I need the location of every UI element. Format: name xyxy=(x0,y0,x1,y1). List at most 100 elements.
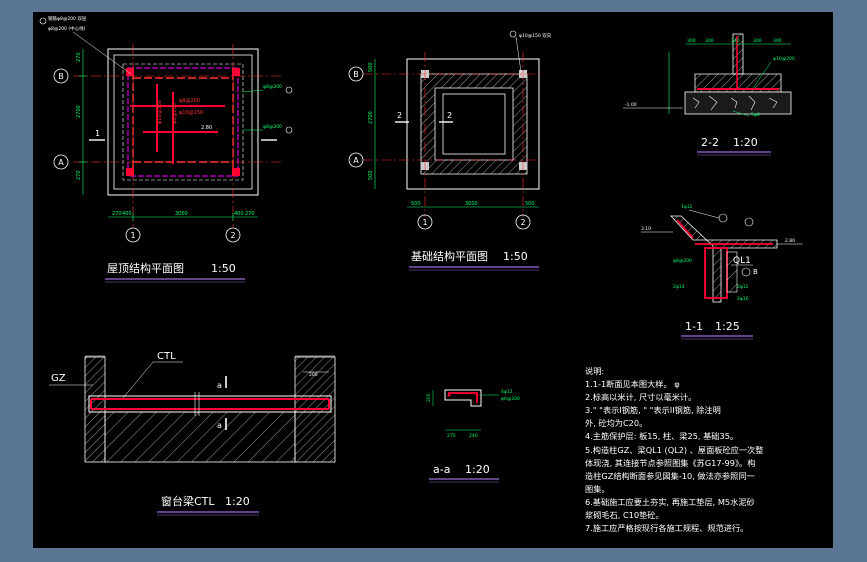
section22-scale: 1:20 xyxy=(733,136,758,149)
notes-line: 4.主筋保护层: 板15, 柱、梁25, 基础35。 xyxy=(585,431,739,442)
roof-plan[interactable]: B A 1 2 270 2700 270 270 400 3000 400 27… xyxy=(39,15,293,283)
foundation-dim-left: 500 xyxy=(368,62,374,72)
roof-axis-label-a: A xyxy=(58,158,64,167)
notes-line: 6.基础施工应要土夯实, 再施工垫层, M5水泥砂 xyxy=(585,496,755,507)
foundation-axis-label-a: A xyxy=(353,156,359,165)
roof-rebar-label-right: φ8@200 xyxy=(263,124,282,130)
roof-dim-left: 270 xyxy=(76,170,82,180)
roof-dim-left: 270 xyxy=(76,52,82,62)
section22-bottom-note: 5φ8 xyxy=(751,112,760,118)
section11-elev-left: 3.10 xyxy=(641,226,651,232)
foundation-section-label: 2 xyxy=(447,111,452,120)
foundation-dim-bottom: 3000 xyxy=(465,201,478,207)
section22-title: 2-2 xyxy=(701,136,719,149)
roof-detail-bubble xyxy=(285,126,293,134)
foundation-axis-bubble-b[interactable] xyxy=(348,66,364,82)
foundation-pit xyxy=(442,93,506,155)
notes-line: 图集。 xyxy=(585,483,610,494)
aa-dim-left: 200 xyxy=(426,393,432,402)
section22-rebar-label: φ10@200 xyxy=(773,56,795,62)
section11-axis-bubble[interactable] xyxy=(741,267,751,277)
foundation-axis-bubble-1[interactable] xyxy=(417,214,433,230)
foundation-axis-label-2: 2 xyxy=(520,218,525,227)
roof-plan-title: 屋顶结构平面图 xyxy=(107,261,184,275)
section22-leader xyxy=(752,61,772,89)
aa-rebar-dot xyxy=(475,393,479,397)
section22-dim: 300 xyxy=(773,38,782,44)
section11-slab-profile xyxy=(670,215,778,303)
roof-dim-bottom: 400 xyxy=(122,211,132,217)
roof-column-top-right xyxy=(232,68,240,76)
ctl-detail[interactable]: CTL GZ a a 200 窗台梁CTL 1:20 xyxy=(49,351,336,516)
aa-dim-bottom: 275 xyxy=(447,433,456,439)
gz-label: GZ xyxy=(51,373,66,384)
notes-line: 5.构造柱GZ、梁QL1 (QL2) 、屋面板砼应一次整 xyxy=(585,444,764,455)
roof-column-bottom-left xyxy=(126,168,134,176)
roof-rebar-label: φ8@200 xyxy=(172,103,178,124)
roof-axis-bubble-2[interactable] xyxy=(225,227,241,243)
foundation-axis-bubble-a[interactable] xyxy=(348,152,364,168)
roof-ring-beam-rebar xyxy=(127,67,239,177)
roof-column-bottom-right xyxy=(232,168,240,176)
section22-dim: 300 xyxy=(705,38,714,44)
foundation-dim-left: 500 xyxy=(368,170,374,180)
ctl-beam xyxy=(88,395,332,413)
roof-axis-label-2: 2 xyxy=(230,231,235,240)
section11-rebar-label: 2φ12 xyxy=(737,284,749,290)
ctl-dim: 200 xyxy=(309,372,318,378)
roof-elevation-note: 2.80 xyxy=(201,125,212,131)
notes-line: 体现浇, 其连接节点参照图集《苏G17-99》。构 xyxy=(585,457,756,468)
foundation-axis-bubble-2[interactable] xyxy=(515,214,531,230)
aa-dim-bottom: 240 xyxy=(469,433,478,439)
section11-beam-label: QL1 xyxy=(733,256,751,266)
cad-drawing: B A 1 2 270 2700 270 270 400 3000 400 27… xyxy=(39,15,803,516)
roof-column-top-left xyxy=(126,68,134,76)
aa-scale: 1:20 xyxy=(465,463,490,476)
roof-wall-hidden xyxy=(122,63,244,181)
foundation-plan[interactable]: B A 1 2 500 2700 500 500 3000 500 2 2 φ1… xyxy=(348,30,552,271)
notes-line: 造柱GZ结构断面参见図集-10, 做法亦参照同一 xyxy=(585,470,755,481)
notes-line: 外, 砼均为C20。 xyxy=(585,418,648,429)
foundation-axis-label-b: B xyxy=(353,70,359,79)
notes-line: 浆砌毛石, C10垫砼。 xyxy=(585,510,664,521)
roof-axis-bubble-a[interactable] xyxy=(53,154,69,170)
foundation-dim-left: 2700 xyxy=(368,111,374,124)
ctl-title: 窗台梁CTL xyxy=(161,494,215,508)
ctl-section-label: a xyxy=(217,381,222,390)
section-1-1[interactable]: 3.10 2.80 QL1 B 1φ12 φ8@200 2φ12 2φ14 2φ… xyxy=(641,204,803,340)
foundation-plan-scale: 1:50 xyxy=(503,250,528,263)
roof-rebar-label-right: φ8@200 xyxy=(263,84,282,90)
roof-dim-bottom: 3000 xyxy=(175,211,188,217)
roof-note-bubble xyxy=(39,17,47,25)
section-2-2[interactable]: 300 300 240 300 300 φ10@200 -1.00 5φ8 2-… xyxy=(623,33,795,156)
foundation-top-note: φ10@150 双向 xyxy=(519,32,552,39)
roof-dim-bottom: 400 xyxy=(234,211,244,217)
ctl-scale: 1:20 xyxy=(225,495,250,508)
roof-axis-label-b: B xyxy=(58,72,64,81)
section11-scale: 1:25 xyxy=(715,320,740,333)
ctl-section-label: a xyxy=(217,421,222,430)
section22-stone-marks xyxy=(692,95,778,111)
ctl-label: CTL xyxy=(157,351,176,362)
foundation-axis-label-1: 1 xyxy=(422,218,427,227)
drawing-canvas[interactable]: B A 1 2 270 2700 270 270 400 3000 400 27… xyxy=(33,12,833,548)
aa-rebar xyxy=(448,392,478,403)
section22-leader xyxy=(732,110,750,117)
foundation-plan-title: 基础结构平面图 xyxy=(411,249,488,263)
roof-dim-left: 2700 xyxy=(76,105,82,118)
roof-dim-bottom: 270 xyxy=(112,211,122,217)
section11-wall xyxy=(726,251,738,293)
section22-dim: 300 xyxy=(687,38,696,44)
roof-leader xyxy=(242,89,264,93)
section-a-a[interactable]: 200 275 240 4φ12 φ6@200 a-a 1:20 xyxy=(426,389,520,483)
aa-rebar-label: φ6@200 xyxy=(501,396,520,402)
general-notes: 说明: 1.1-1断面见本图大样。 φ 2.标高以米计, 尺寸以毫米计。 3."… xyxy=(585,365,831,535)
section11-rebar-slope xyxy=(676,219,694,239)
foundation-outline xyxy=(406,58,540,190)
aa-rebar-label: 4φ12 xyxy=(501,389,513,395)
roof-rebar-label: φ10@150 xyxy=(157,100,163,124)
roof-plan-scale: 1:50 xyxy=(211,262,236,275)
roof-axis-bubble-b[interactable] xyxy=(53,68,69,84)
roof-axis-bubble-1[interactable] xyxy=(125,227,141,243)
section11-title: 1-1 xyxy=(685,320,703,333)
